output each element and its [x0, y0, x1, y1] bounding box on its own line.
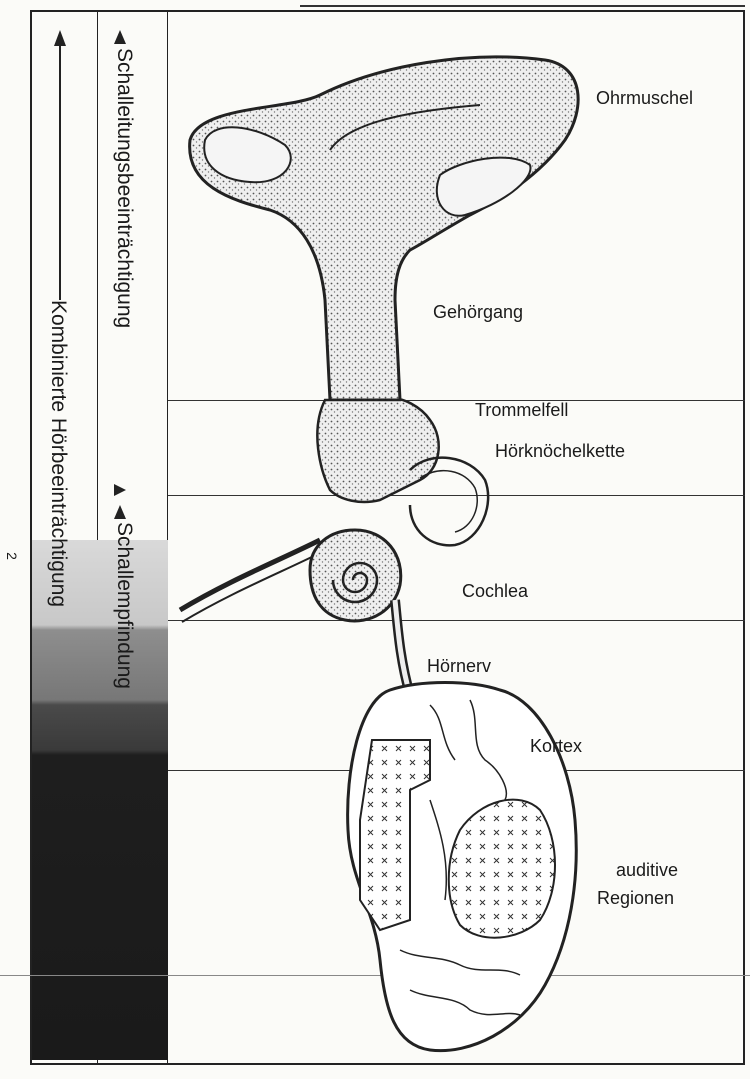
label-ohrmuschel: Ohrmuschel: [596, 88, 693, 109]
combined-arrow: [54, 30, 66, 300]
label-hoernerv: Hörnerv: [427, 656, 491, 677]
pinna-shape: [190, 57, 579, 400]
conduction-label: Schalleitungsbeeinträchtigung: [112, 48, 136, 328]
label-trommelfell: Trommelfell: [475, 400, 568, 421]
combined-hearing-label: Kombinierte Hörbeeinträchtigung: [46, 300, 70, 607]
label-auditive: auditive: [616, 860, 678, 881]
label-cochlea: Cochlea: [462, 581, 528, 602]
perception-arrow: [114, 505, 126, 519]
label-hoerknoechelkette: Hörknöchelkette: [495, 441, 625, 462]
label-kortex: Kortex: [530, 736, 582, 757]
label-regionen: Regionen: [597, 888, 674, 909]
label-gehoergang: Gehörgang: [433, 302, 523, 323]
perception-label: Schallempfindung: [112, 522, 136, 689]
middle-ear-shape: [317, 400, 438, 502]
eustachian-tube: [180, 540, 320, 610]
